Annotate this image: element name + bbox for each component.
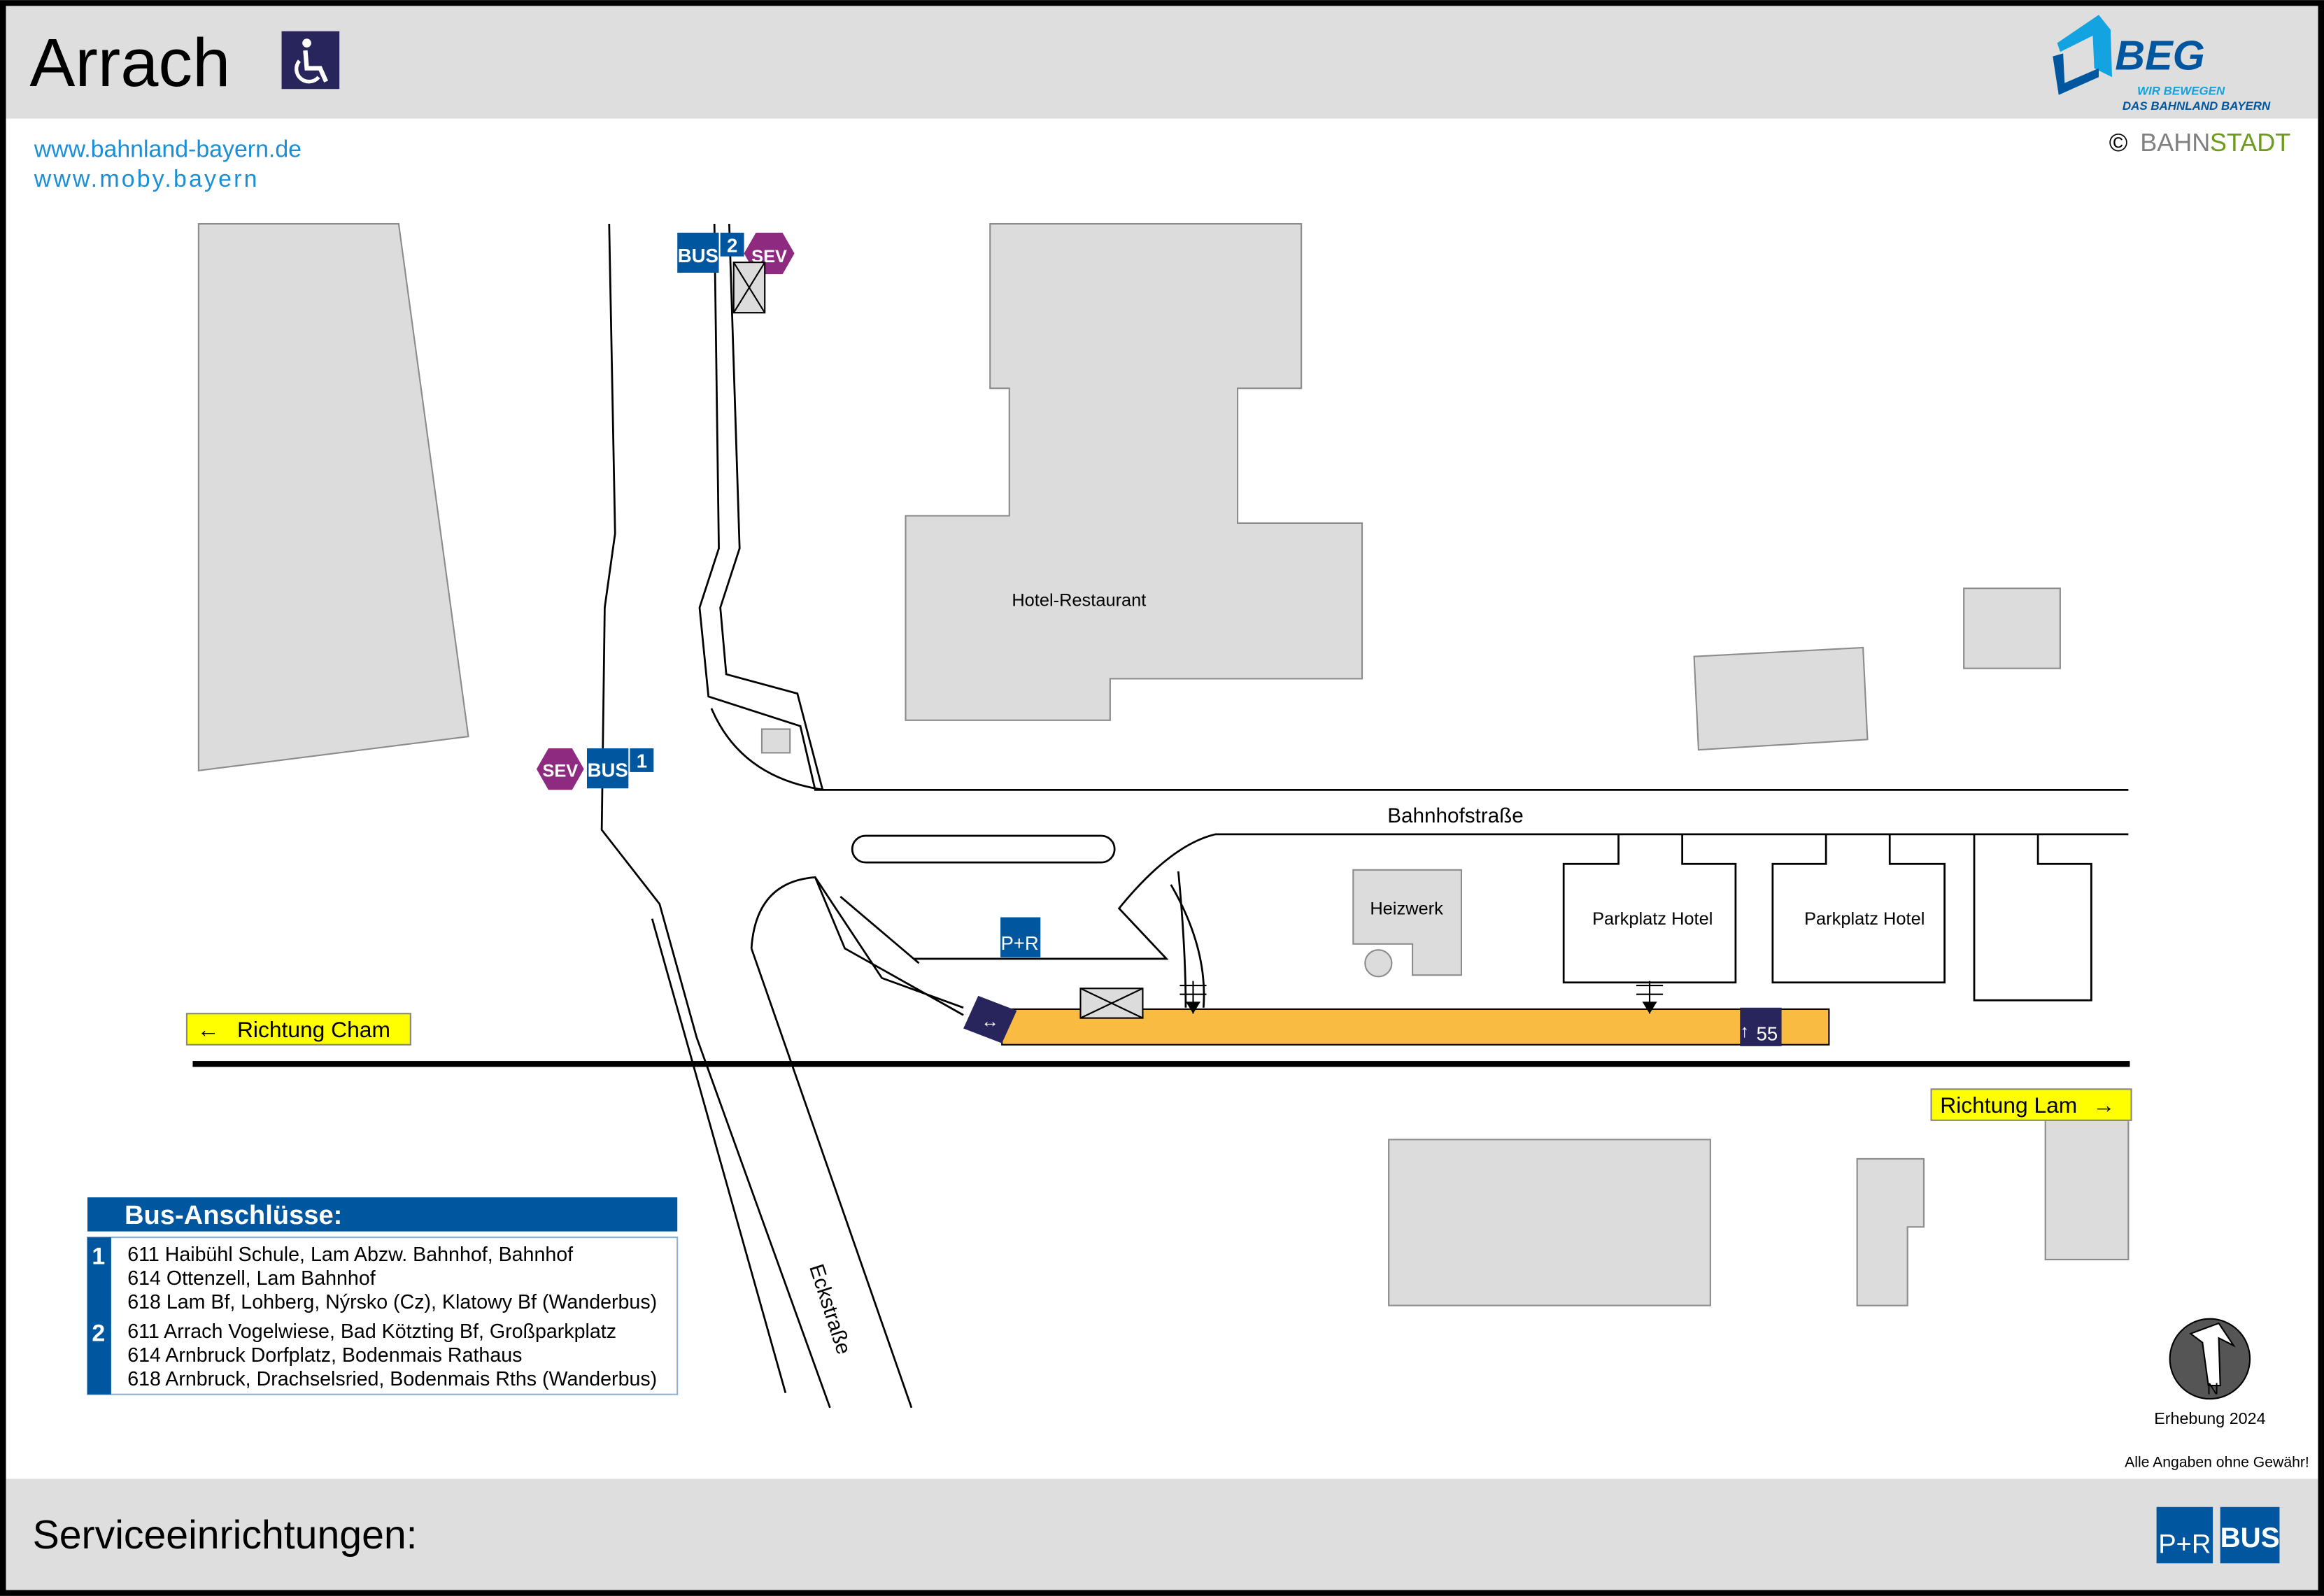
platform-height-sign: ↑ 55 bbox=[1740, 1007, 1782, 1046]
railway-track bbox=[192, 1061, 2130, 1067]
svg-text:SEV: SEV bbox=[542, 761, 578, 781]
building bbox=[760, 728, 791, 754]
survey-year: Erhebung 2024 bbox=[2154, 1409, 2265, 1427]
hotel-label: Hotel-Restaurant bbox=[1012, 591, 1146, 611]
parking-label: Parkplatz Hotel bbox=[1592, 909, 1713, 929]
wheelchair-icon bbox=[281, 31, 340, 90]
svg-text:↔: ↔ bbox=[982, 1011, 999, 1031]
svg-text:55: 55 bbox=[1757, 1023, 1778, 1044]
footer-title: Serviceeinrichtungen: bbox=[33, 1513, 418, 1558]
bus-line: 611 Arrach Vogelwiese, Bad Kötzting Bf, … bbox=[127, 1320, 616, 1343]
svg-text:N: N bbox=[2207, 1380, 2219, 1398]
svg-text:Richtung Lam: Richtung Lam bbox=[1940, 1092, 2077, 1118]
bus-line: 611 Haibühl Schule, Lam Abzw. Bahnhof, B… bbox=[127, 1244, 573, 1266]
bus-line: 614 Arnbruck Dorfplatz, Bodenmais Rathau… bbox=[127, 1344, 522, 1367]
svg-text:WIR BEWEGEN: WIR BEWEGEN bbox=[2137, 85, 2225, 98]
park-and-ride-icon: P+R bbox=[2156, 1506, 2213, 1564]
north-arrow-icon: N bbox=[2169, 1318, 2251, 1400]
svg-text:DAS BAHNLAND BAYERN: DAS BAHNLAND BAYERN bbox=[2123, 99, 2271, 113]
roads bbox=[600, 223, 2129, 1409]
svg-text:BUS: BUS bbox=[588, 759, 628, 781]
park-and-ride-sign[interactable]: P+R bbox=[1000, 917, 1041, 957]
stairs-icon bbox=[1179, 981, 1207, 1014]
svg-text:2: 2 bbox=[92, 1320, 105, 1346]
bus-line: 618 Lam Bf, Lohberg, Nýrsko (Cz), Klatow… bbox=[127, 1291, 657, 1313]
building bbox=[1388, 1139, 1711, 1306]
svg-text:BEG: BEG bbox=[2115, 32, 2205, 79]
svg-text:↑: ↑ bbox=[1740, 1022, 1749, 1041]
chimney bbox=[1364, 949, 1393, 978]
building bbox=[197, 222, 469, 772]
svg-text:1: 1 bbox=[92, 1243, 105, 1269]
platform-access-icon: ↔ bbox=[963, 995, 1017, 1043]
disclaimer: Alle Angaben ohne Gewähr! bbox=[2125, 1455, 2309, 1471]
svg-text:Richtung Cham: Richtung Cham bbox=[237, 1017, 390, 1042]
heizwerk-label: Heizwerk bbox=[1370, 899, 1443, 918]
hotel-building bbox=[905, 222, 1363, 721]
bus-stop-2[interactable]: BUS 2 SEV bbox=[677, 232, 795, 314]
bus-stop-1[interactable]: SEV BUS 1 bbox=[536, 748, 654, 790]
bahnstadt-copyright: © BAHN STADT bbox=[2109, 128, 2290, 157]
link-moby[interactable]: www.moby.bayern bbox=[34, 166, 260, 192]
svg-text:←: ← bbox=[197, 1017, 220, 1042]
bus-line: 614 Ottenzell, Lam Bahnhof bbox=[127, 1267, 376, 1290]
svg-text:BUS: BUS bbox=[678, 245, 718, 266]
ticket-machine bbox=[1079, 988, 1144, 1019]
street-label-bahnhofstrasse: Bahnhofstraße bbox=[1387, 804, 1524, 827]
svg-text:→: → bbox=[2092, 1092, 2115, 1118]
parking-label: Parkplatz Hotel bbox=[1804, 909, 1925, 929]
table-title: Bus-Anschlüsse: bbox=[125, 1200, 342, 1230]
svg-text:BUS: BUS bbox=[2220, 1522, 2280, 1553]
bus-line: 618 Arnbruck, Drachselsried, Bodenmais R… bbox=[127, 1368, 657, 1390]
svg-text:©: © bbox=[2109, 128, 2128, 157]
svg-text:P+R: P+R bbox=[1000, 932, 1038, 954]
building bbox=[1856, 1157, 1925, 1306]
svg-text:1: 1 bbox=[637, 750, 647, 772]
bus-icon: BUS bbox=[2220, 1506, 2280, 1564]
stairs-icon bbox=[1636, 981, 1664, 1014]
building bbox=[1963, 587, 2061, 669]
svg-text:2: 2 bbox=[727, 234, 737, 256]
building bbox=[2044, 1119, 2130, 1261]
svg-text:STADT: STADT bbox=[2210, 128, 2290, 157]
station-name: Arrach bbox=[29, 24, 230, 101]
link-bahnland[interactable]: www.bahnland-bayern.de bbox=[34, 136, 302, 163]
footer-bar bbox=[6, 1479, 2318, 1590]
direction-cham: ← Richtung Cham bbox=[185, 1013, 411, 1046]
direction-lam: Richtung Lam → bbox=[1930, 1088, 2132, 1121]
svg-text:P+R: P+R bbox=[2158, 1529, 2211, 1559]
beg-logo: BEG WIR BEWEGEN DAS BAHNLAND BAYERN bbox=[2053, 15, 2271, 113]
header-bar bbox=[6, 6, 2318, 119]
heizwerk-building bbox=[1352, 869, 1463, 976]
bus-connections-table: Bus-Anschlüsse: 1 2 611 Haibühl Schule, … bbox=[86, 1197, 679, 1395]
building bbox=[1693, 646, 1869, 751]
svg-text:BAHN: BAHN bbox=[2140, 128, 2210, 157]
